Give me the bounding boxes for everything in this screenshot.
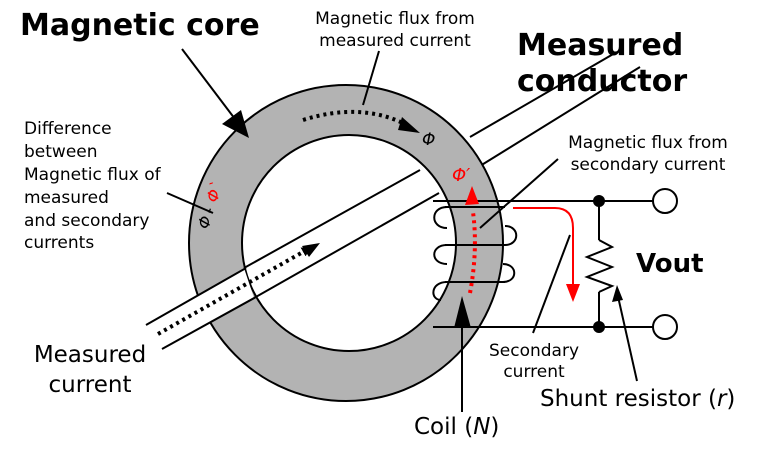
magnetic-core-ring <box>187 84 505 402</box>
vout-label: Vout <box>636 249 704 279</box>
junction-dot-top <box>593 195 605 207</box>
secondary-current-label-line1: Secondary <box>489 341 579 361</box>
measured-current-label-line2: current <box>49 372 132 398</box>
svg-text:Magnetic flux of: Magnetic flux of <box>24 165 162 185</box>
secondary-current-arrowhead <box>566 284 580 302</box>
svg-text:Difference: Difference <box>24 119 112 139</box>
phi-prime-symbol: Φ′ <box>452 165 470 186</box>
measured-conductor-label-line1: Measured <box>517 28 683 63</box>
measured-conductor-label-line2: conductor <box>517 64 687 99</box>
vout-terminal-bottom[interactable] <box>652 314 678 340</box>
phi-symbol: Φ <box>422 130 435 150</box>
shunt-resistor-leader <box>616 291 638 382</box>
measured-conductor-back <box>469 52 641 167</box>
coil-windings <box>432 206 518 301</box>
svg-text:between: between <box>24 142 98 162</box>
flux-secondary-label-line2: secondary current <box>571 155 726 175</box>
svg-text:-: - <box>199 205 219 216</box>
measured-current-arrow <box>157 246 312 336</box>
shunt-resistor-leader-arrowhead <box>612 285 623 302</box>
coil-pointer-arrowhead <box>454 296 471 328</box>
secondary-current-leader <box>532 234 571 334</box>
difference-label: Difference between Magnetic flux of meas… <box>24 119 162 253</box>
junction-dot-bottom <box>593 321 605 333</box>
svg-text:currents: currents <box>24 233 94 253</box>
svg-text:measured: measured <box>24 188 109 208</box>
secondary-current-label-line2: current <box>503 362 565 382</box>
flux-measured-label-line1: Magnetic flux from <box>315 9 475 29</box>
vout-terminal-top[interactable] <box>652 188 678 214</box>
secondary-current-arrow <box>513 207 574 288</box>
flux-secondary-label-line1: Magnetic flux from <box>568 133 728 153</box>
difference-leader <box>166 192 214 214</box>
svg-text:Φ: Φ <box>194 213 216 231</box>
measured-conductor-inner <box>243 169 440 299</box>
magnetic-core-pointer-line <box>181 48 239 124</box>
magnetic-core-pointer-arrowhead <box>222 110 249 138</box>
flux-secondary-arrowhead <box>465 186 479 205</box>
measured-current-arrowhead <box>302 243 320 257</box>
magnetic-core-label: Magnetic core <box>20 8 260 43</box>
shunt-resistor-label: Shunt resistor (r) <box>540 386 735 412</box>
flux-secondary-leader <box>479 158 559 229</box>
shunt-resistor-symbol <box>584 239 615 293</box>
coil-label: Coil (N) <box>414 414 499 440</box>
flux-measured-leader <box>362 50 380 106</box>
svg-text:and secondary: and secondary <box>24 211 149 231</box>
flux-measured-arrowhead <box>398 117 420 133</box>
measured-current-label-line1: Measured <box>34 342 146 368</box>
flux-measured-label-line2: measured current <box>319 31 471 51</box>
flux-secondary-arrow <box>468 211 477 294</box>
